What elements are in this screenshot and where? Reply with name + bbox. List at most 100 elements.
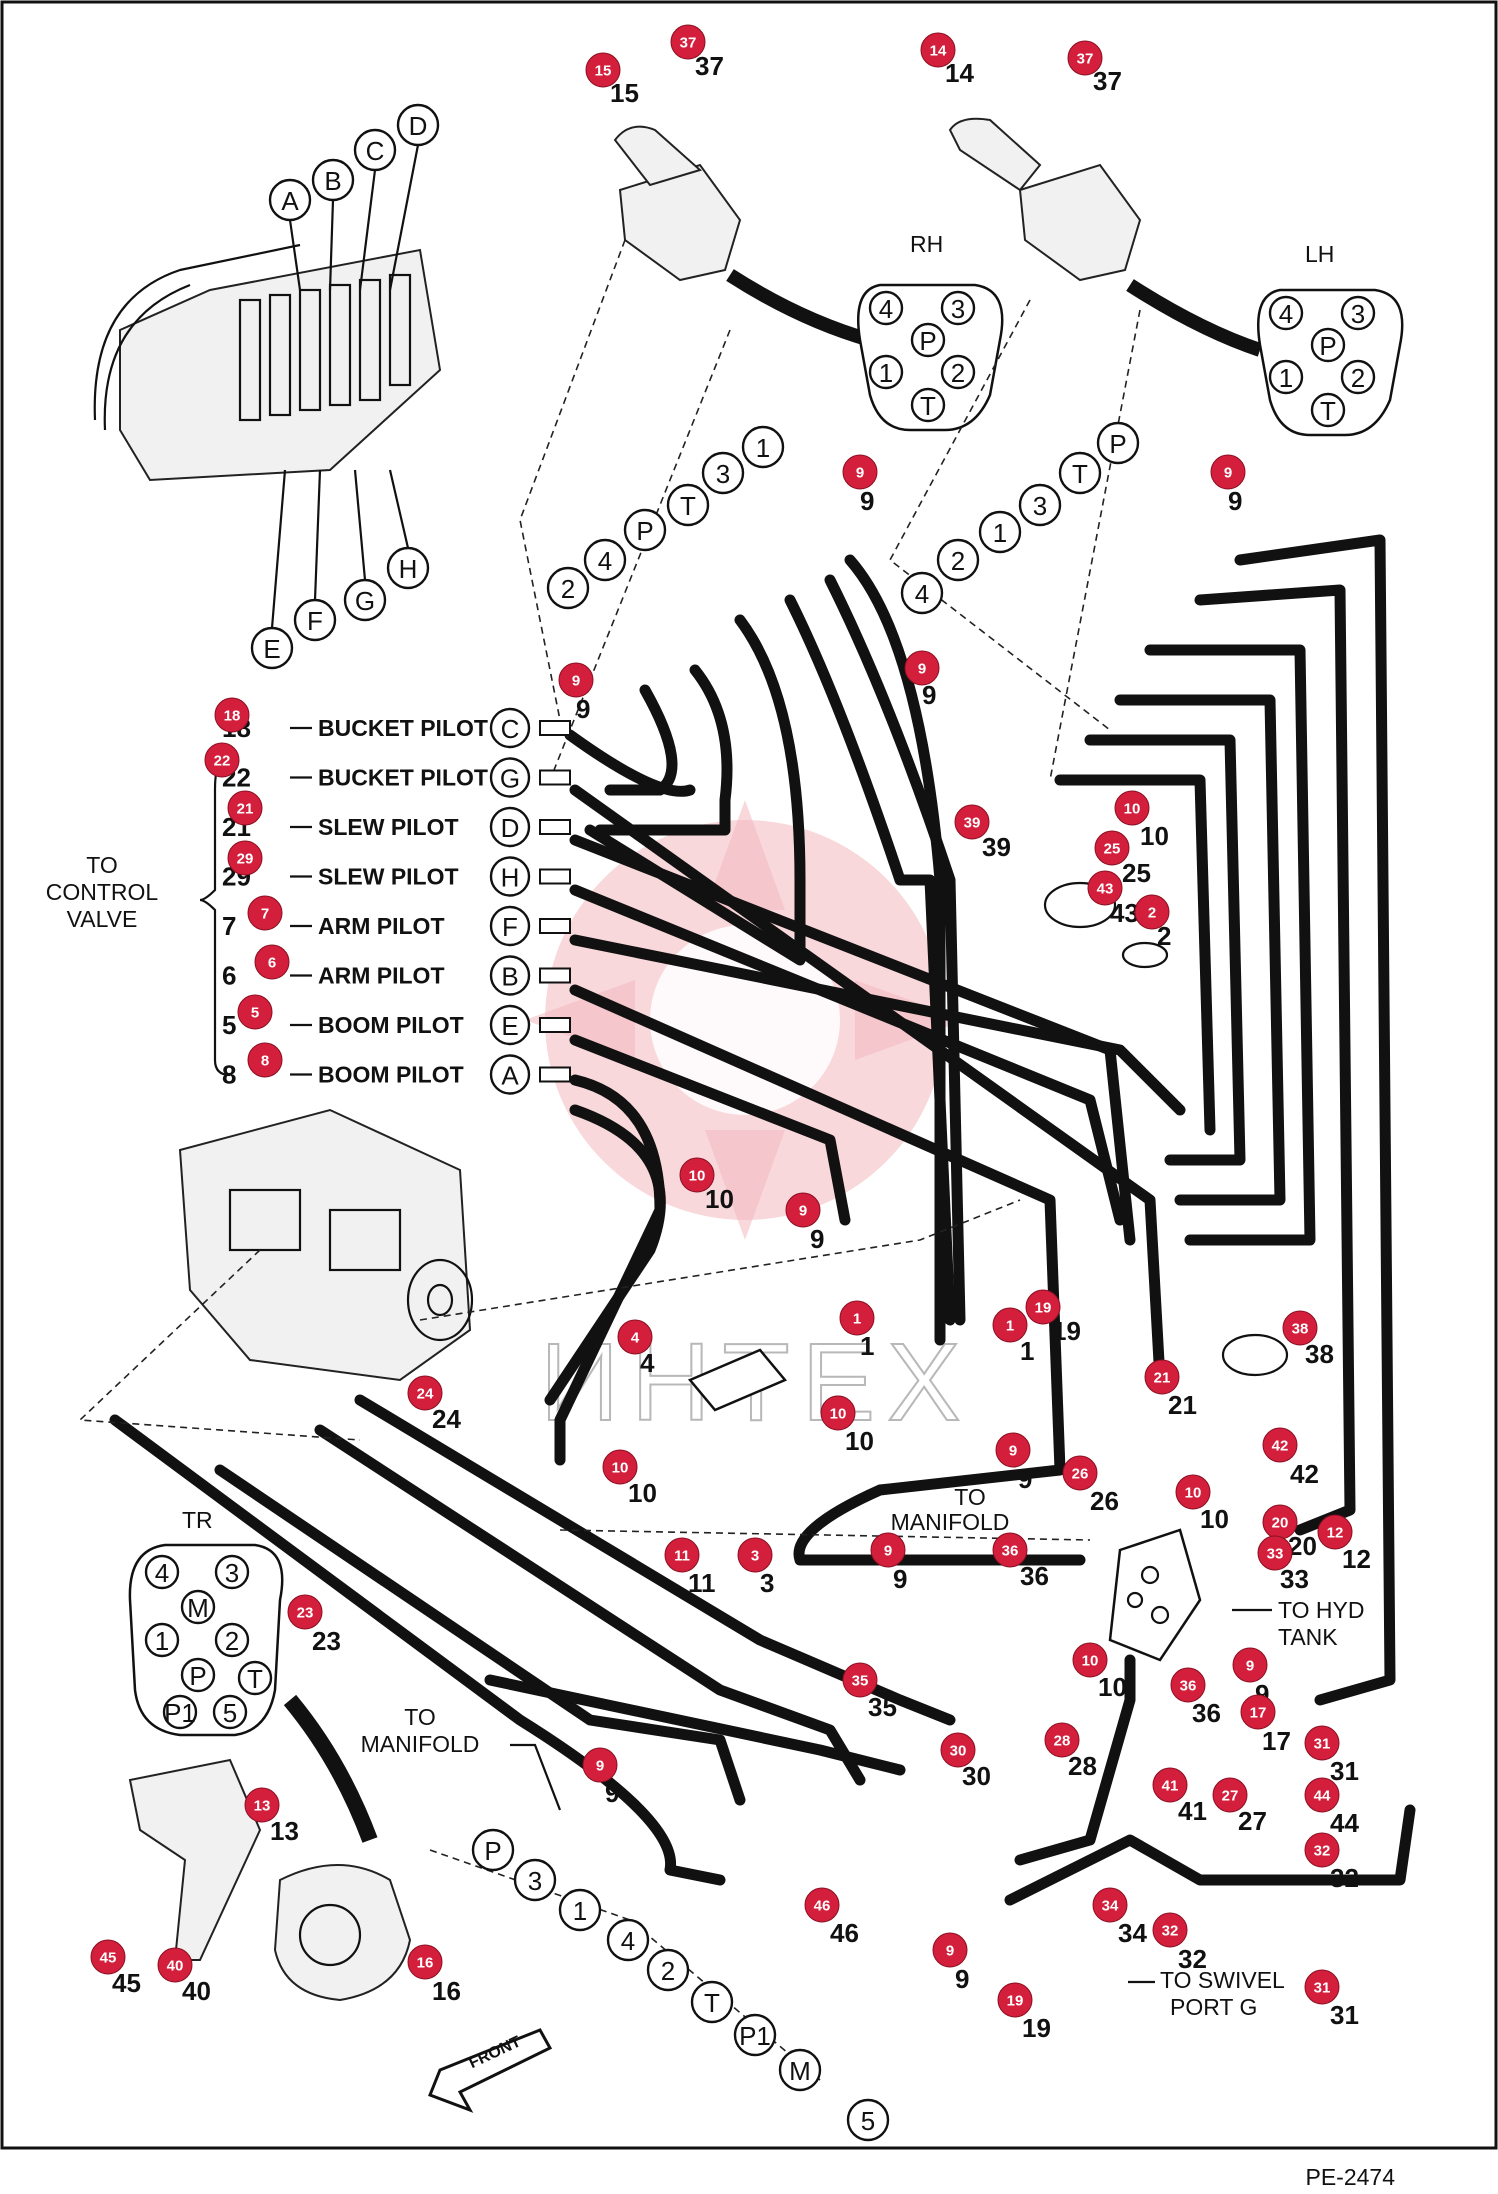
callout-number: 3 [760,1568,774,1598]
callout-number: 9 [922,680,936,710]
pilot-port-c-text: C [501,714,520,744]
callout-badge-text: 45 [100,1950,117,1967]
rh-ports-1: 1 [868,354,904,390]
caption-line: MANIFOLD [361,1731,480,1757]
callout-badge-text: 17 [1250,1705,1267,1722]
valve-port-f-ring [293,598,337,642]
pilot-label-leaders [199,758,231,1077]
callout-badge: 29 [227,840,263,876]
callout-badge: 5 [237,994,273,1030]
tr-hose-port-2-text: 2 [661,1956,675,1986]
tr-port-4-ring [144,1554,180,1590]
valve-port-h-ring [386,546,430,590]
callout-badge-circle [842,454,878,490]
callout-badge-text: 18 [224,708,241,725]
tr-port-4-text: 4 [155,1558,169,1588]
callout-number: 38 [1305,1339,1334,1369]
rh-ports-3-text: 3 [951,294,965,324]
callout-number: 31 [1330,1756,1359,1786]
lh-ports-2: 2 [1340,359,1376,395]
callout-badge-circle [214,697,250,733]
caption-line: TANK [1278,1624,1338,1650]
rh-ports-p: P [910,322,946,358]
pilot-port-d-text: D [501,813,520,843]
callout-badge: 9 [995,1432,1031,1468]
callout-number: 28 [1068,1751,1097,1781]
callout-badge-text: 30 [950,1743,967,1760]
callout-badge-circle [204,742,240,778]
caption-to-manifold-1: TO MANIFOLD [891,1484,1010,1535]
callout-number: 2 [1157,921,1171,951]
callout-badge: 25 [1094,830,1130,866]
callout-number: 36 [1020,1561,1049,1591]
pilot-part-number: 7 [222,911,236,941]
tr-hose-port-1-text: 1 [573,1896,587,1926]
callout-number: 16 [432,1976,461,2006]
callout-number: 46 [830,1918,859,1948]
callout-badge: 1 [992,1307,1028,1343]
lh-hose-port-2: 2 [936,538,980,582]
rh-ports-4-ring [868,290,904,326]
tr-hose-port-p1: P1 [733,2013,777,2057]
callout-badge: 31 [1304,1969,1340,2005]
callout-b9c: 99 [558,662,594,724]
callout-badge: 19 [997,1982,1033,2018]
valve-port-c-ring [353,128,397,172]
callout-number: 32 [1330,1863,1359,1893]
rh-ports-t: T [910,387,946,423]
lh-hose-port-3-ring [1018,483,1062,527]
callout-number: 4 [640,1348,655,1378]
rh-ports-2: 2 [940,354,976,390]
valve-port-d-text: D [409,111,428,141]
callout-badge-text: 15 [595,63,612,80]
callout-badge-circle [1134,894,1170,930]
callout-number: 9 [1228,486,1242,516]
callout-badge-circle [1304,1777,1340,1813]
hose-fitting [539,1066,571,1083]
rh-ports-t-text: T [920,391,936,421]
caption-line: TO HYD [1278,1597,1364,1623]
callout-badge-text: 9 [799,1203,807,1220]
callout-badge-text: 11 [674,1548,690,1565]
rh-hose-port-p-text: P [636,516,653,546]
callout-number: 26 [1090,1486,1119,1516]
valve-port-e: E [250,626,294,670]
caption-to-hyd-tank: TO HYD TANK [1232,1597,1364,1650]
callout-number: 10 [628,1478,657,1508]
pilot-port-c: C [489,707,531,749]
lh-ports-2-text: 2 [1351,363,1365,393]
tr-hose-port-t-ring [690,1980,734,2024]
callout-number: 20 [1288,1531,1317,1561]
lh-hose-port-2-text: 2 [951,546,965,576]
callout-number: 10 [1140,821,1169,851]
valve-port-a-ring [268,178,312,222]
tr-hose-port-4-text: 4 [621,1926,635,1956]
rh-ports-t-ring [910,387,946,423]
valve-port-d: D [396,103,440,147]
callout-badge: 45 [90,1939,126,1975]
callout-number: 44 [1330,1808,1359,1838]
valve-port-leader [313,469,322,601]
rh-ports-3-ring [940,290,976,326]
lh-hose-port-t-text: T [1072,459,1088,489]
lh-ports-3-text: 3 [1351,299,1365,329]
callout-badge: 32 [1304,1832,1340,1868]
pilot-port-e-ring [489,1004,531,1046]
lh-ports-2-ring [1340,359,1376,395]
tr-hose-port-m: M [778,2048,822,2092]
callout-badge: 9 [558,662,594,698]
hose-fitting [539,868,571,885]
pilot-label: SLEW PILOT [318,814,459,840]
